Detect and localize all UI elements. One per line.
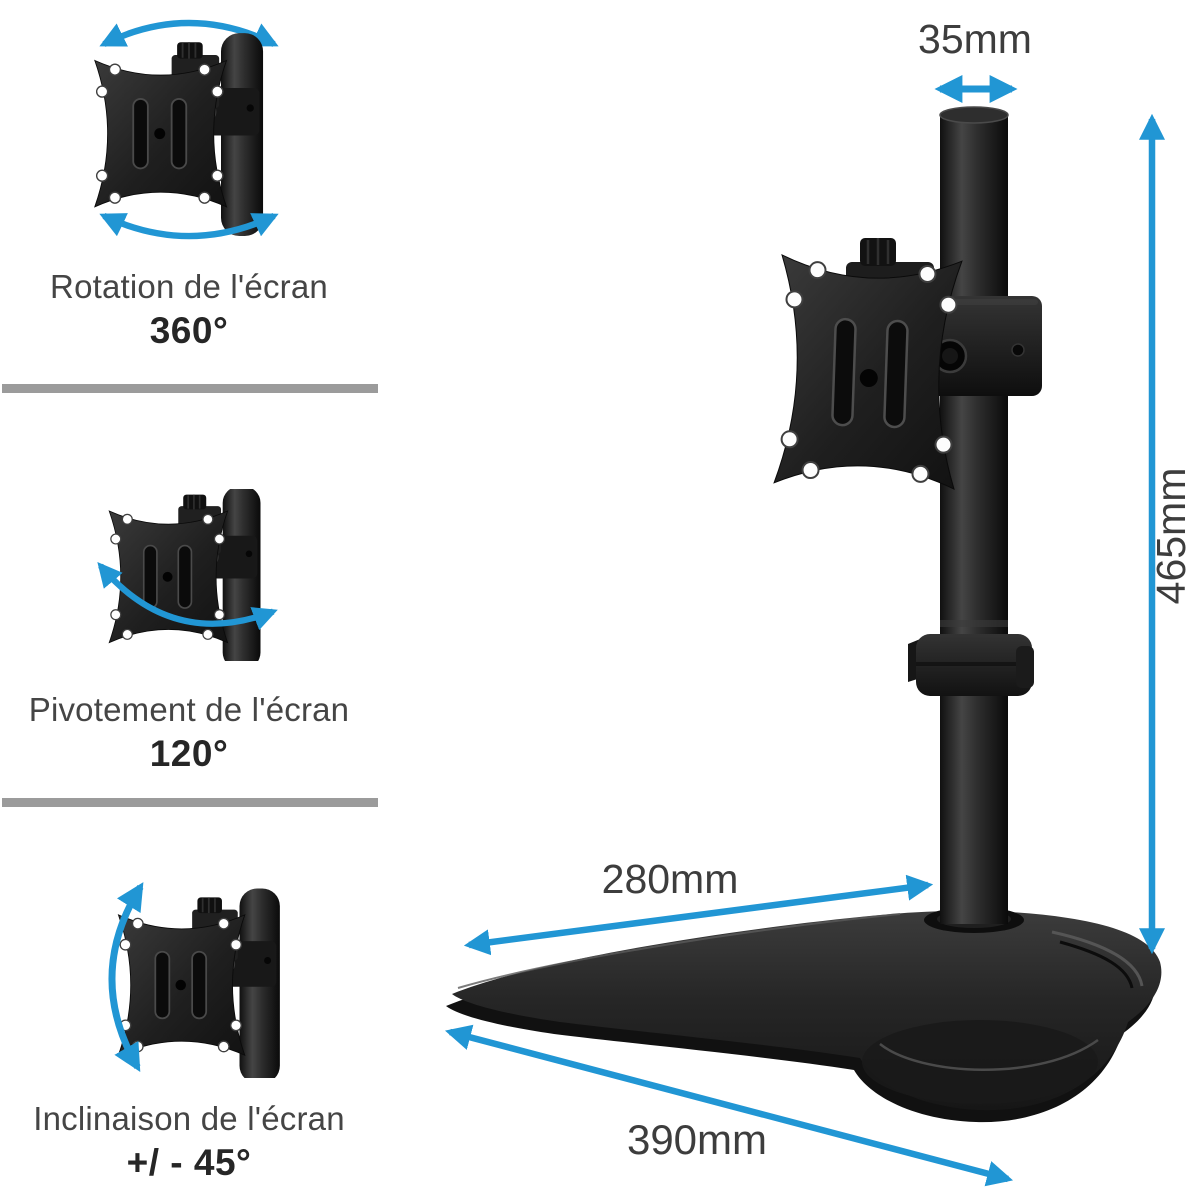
rotation-360-icon bbox=[93, 19, 279, 240]
rotation-arc-bottom bbox=[99, 213, 279, 240]
width-390mm-arrow bbox=[444, 1024, 1014, 1187]
feature-value: +/ - 45° bbox=[126, 1141, 252, 1183]
dim-pole-diameter: 35mm bbox=[918, 16, 1032, 62]
dimension-arrows bbox=[444, 75, 1165, 1187]
pivot-arc bbox=[96, 561, 278, 631]
cable-collar bbox=[908, 634, 1034, 696]
feature-value: 120° bbox=[149, 732, 229, 774]
dim-height: 465mm bbox=[1148, 467, 1194, 605]
base-ridge-shadow bbox=[1059, 940, 1134, 989]
vesa-assembly bbox=[773, 238, 1042, 491]
tilt-45-icon bbox=[108, 882, 281, 1085]
feature-rotation: Rotation de l'écran 360° bbox=[0, 0, 378, 352]
vesa-holes bbox=[780, 261, 958, 483]
feature-label: Rotation de l'écran bbox=[50, 268, 328, 305]
plate-center-bolt bbox=[859, 369, 878, 388]
divider bbox=[2, 798, 378, 807]
clamp-screw bbox=[1011, 343, 1025, 357]
plate-slot-right bbox=[883, 319, 909, 429]
knob-ridges bbox=[866, 238, 890, 265]
pole-seam bbox=[940, 620, 1008, 627]
base-ridge bbox=[1051, 930, 1144, 987]
rotation-arc-top bbox=[99, 19, 279, 47]
plate-slot-left bbox=[831, 317, 857, 427]
tilt-arc bbox=[108, 882, 144, 1072]
feature-label: Pivotement de l'écran bbox=[28, 691, 350, 728]
dim-base-depth: 280mm bbox=[601, 856, 739, 902]
feature-pivot: Pivotement de l'écran 120° bbox=[0, 393, 378, 775]
pole bbox=[940, 114, 1008, 924]
dim-base-width: 390mm bbox=[626, 1116, 768, 1163]
base-foot bbox=[862, 1020, 1098, 1104]
depth-280mm-arrow bbox=[463, 874, 934, 956]
pole-cap bbox=[939, 106, 1009, 124]
vesa-plate bbox=[773, 253, 963, 491]
feature-tilt: Inclinaison de l'écran +/ - 45° bbox=[0, 805, 378, 1184]
pivot-120-icon bbox=[96, 485, 278, 670]
clamp-bolt-inner bbox=[942, 348, 958, 364]
feature-label: Inclinaison de l'écran bbox=[33, 1100, 345, 1137]
feature-value: 360° bbox=[149, 309, 229, 351]
divider bbox=[2, 384, 378, 393]
